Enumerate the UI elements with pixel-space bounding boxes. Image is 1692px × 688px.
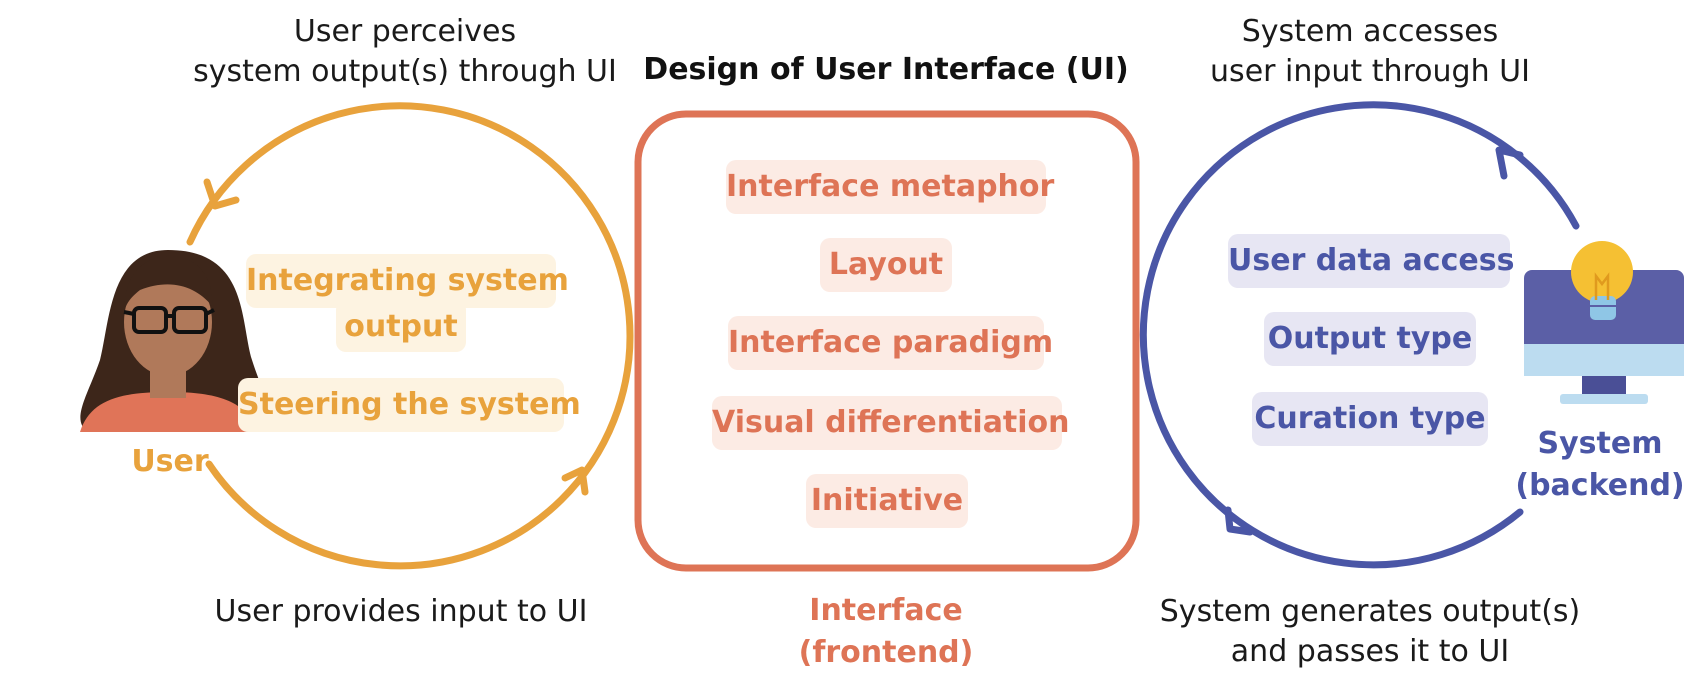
chip-interface-paradigm: Interface paradigm [728,316,1053,370]
top-left-caption-line-1: User perceives [293,14,517,49]
interface-label-line-1: Interface [809,593,963,628]
bottom-right-caption-line-1: System generates output(s) [1159,594,1581,629]
chip-layout: Layout [820,238,952,292]
system-label-line-2: (backend) [1515,468,1685,503]
system-cycle-arrow-bottom [1224,506,1254,536]
chip-initiative: Initiative [806,474,968,528]
top-right-caption-line-2: user input through UI [1210,54,1530,89]
system-label: System (backend) [1500,423,1692,507]
chip-user-data-access: User data access [1228,234,1514,288]
system-cycle-arrow-top [1495,146,1524,180]
user-cycle-ring [186,102,634,570]
chip-curation-type: Curation type [1252,392,1488,446]
chip-interface-metaphor: Interface metaphor [726,160,1054,214]
chip-steering-the-system: Steering the system [238,378,581,432]
top-right-caption: System accesses user input through UI [1170,12,1570,92]
system-label-line-1: System [1537,426,1663,461]
top-left-caption: User perceives system output(s) through … [190,12,620,92]
user-cycle-arrow-top [203,178,240,210]
user-cycle-arrow-bottom [561,466,589,496]
top-left-caption-line-2: system output(s) through UI [193,54,617,89]
interface-box [634,110,1140,572]
top-right-caption-line-1: System accesses [1241,14,1499,49]
bottom-right-caption: System generates output(s) and passes it… [1150,592,1590,672]
bottom-left-caption: User provides input to UI [214,594,588,629]
computer-lightbulb-icon [1524,241,1684,404]
user-avatar-icon [80,250,269,432]
chip-integrating-system-output-line-2: output [336,300,466,352]
user-label: User [131,444,209,479]
chip-visual-differentiation: Visual differentiation [712,396,1070,450]
interface-label-line-2: (frontend) [798,635,974,670]
center-title: Design of User Interface (UI) [643,52,1129,87]
chip-integrating-system-output-line-1: Integrating system [246,254,569,308]
interface-label: Interface (frontend) [736,590,1036,674]
system-cycle-ring [1139,101,1580,569]
bottom-right-caption-line-2: and passes it to UI [1230,634,1510,669]
chip-output-type: Output type [1264,312,1476,366]
